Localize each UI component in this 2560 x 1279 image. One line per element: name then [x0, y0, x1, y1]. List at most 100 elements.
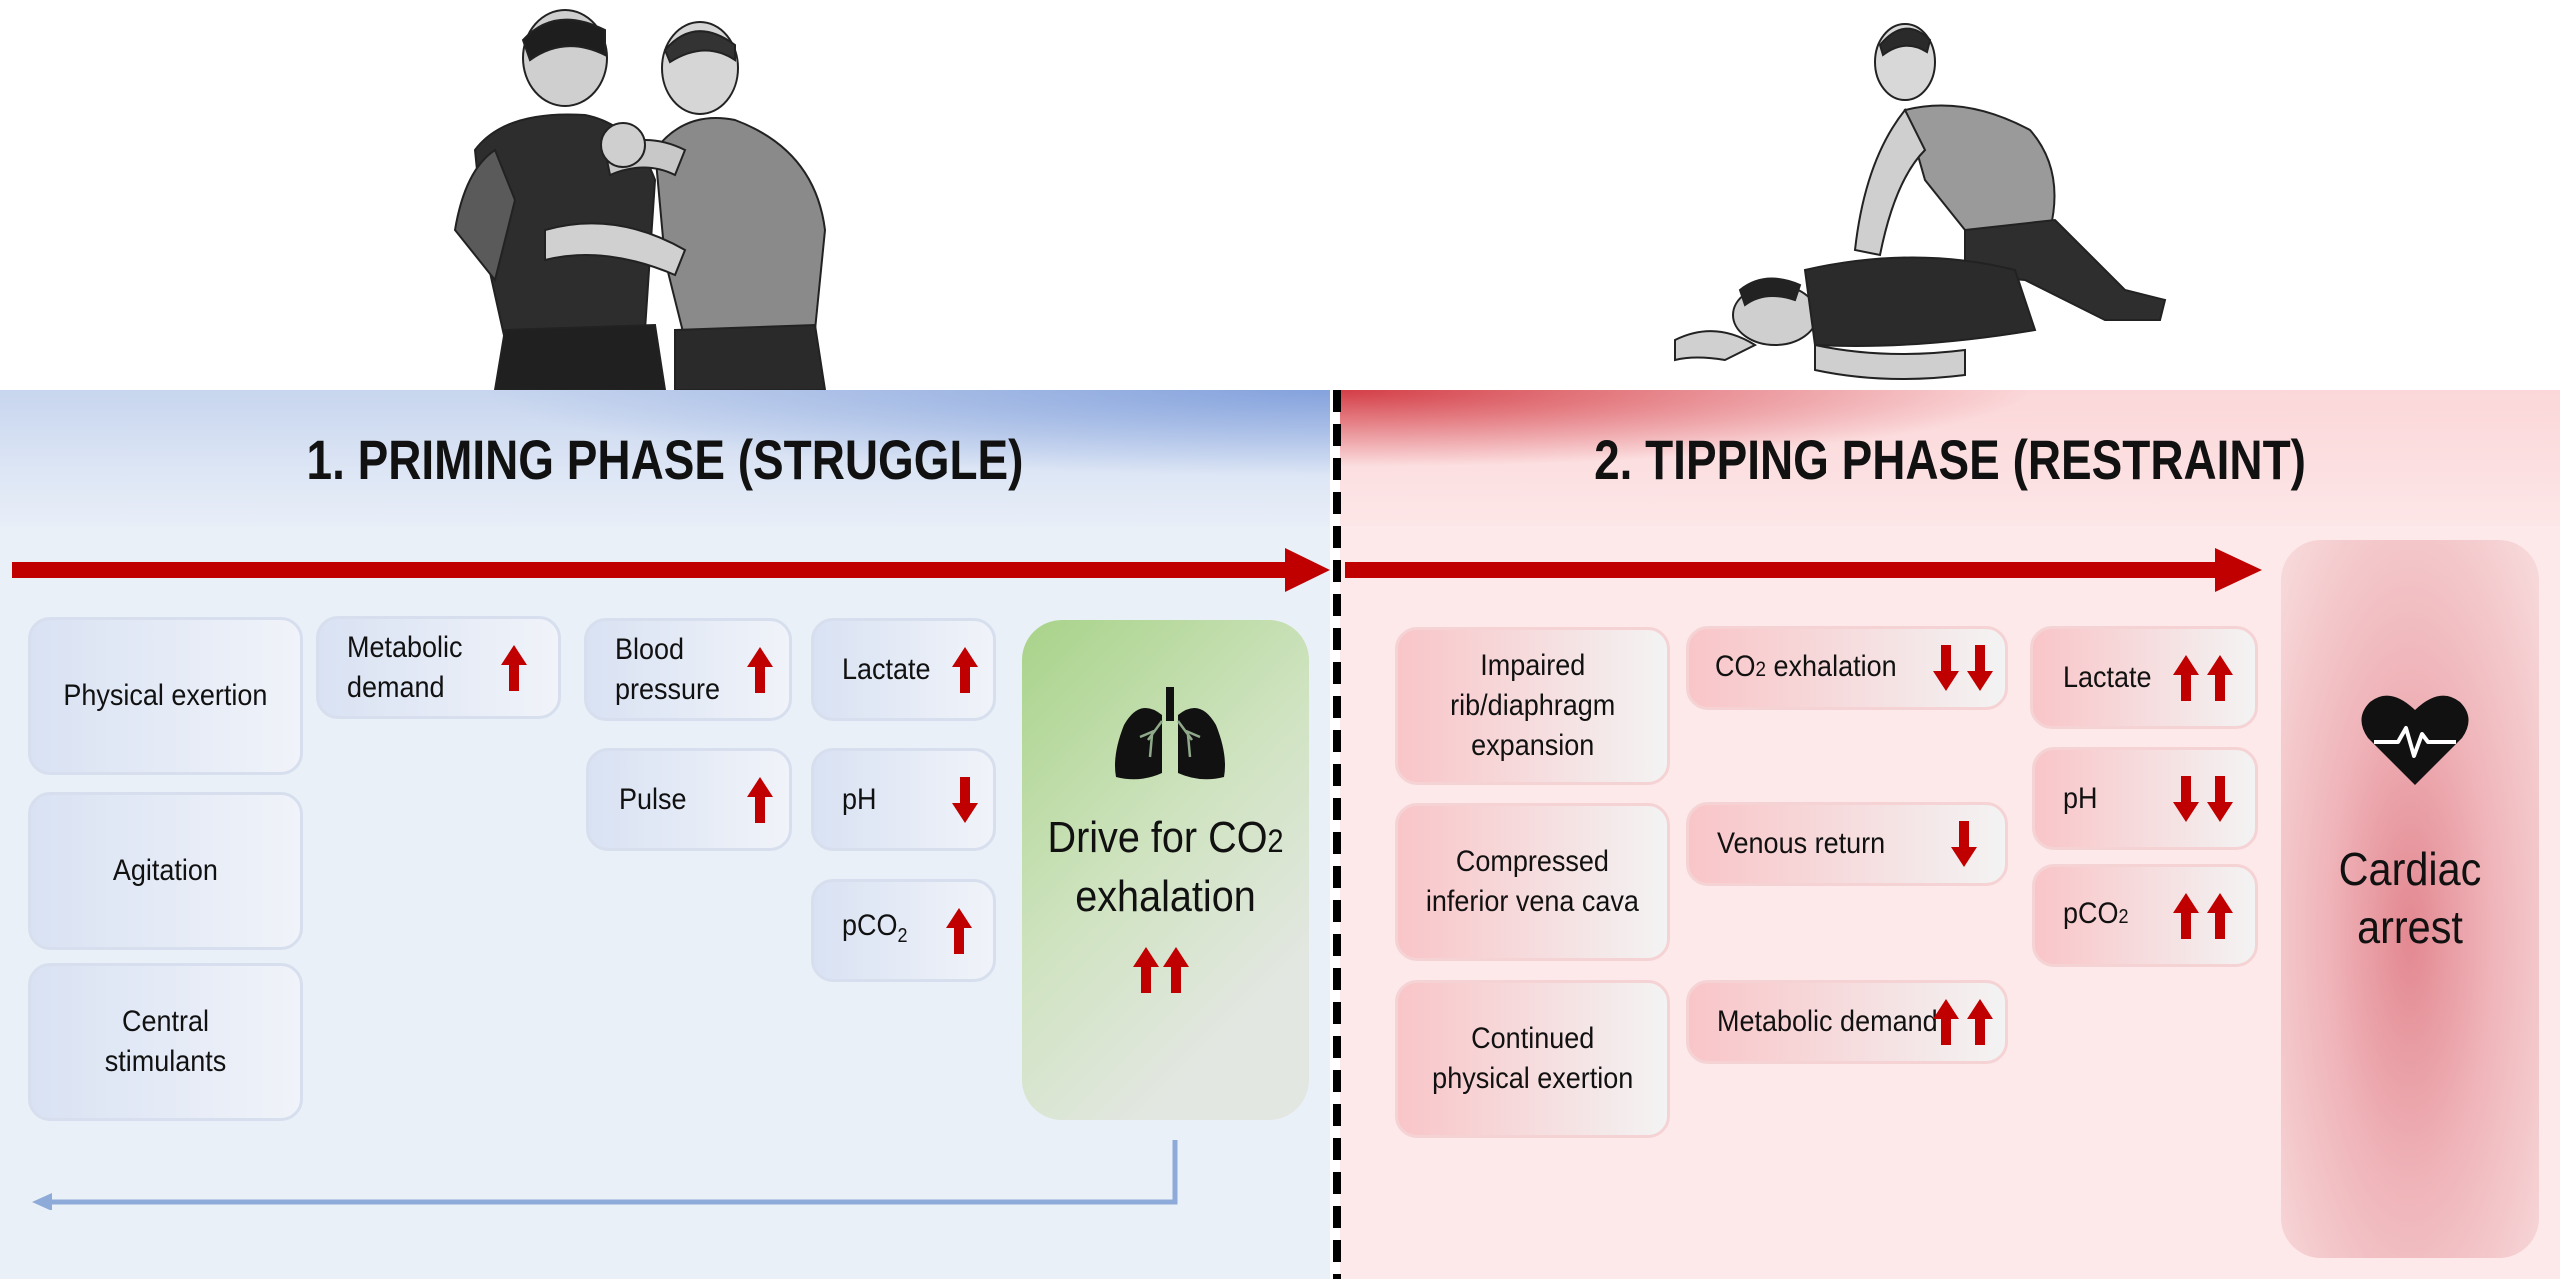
- cause-central-stimulants: Central stimulants: [28, 963, 303, 1121]
- indicator-arrows: [747, 646, 773, 693]
- indicator-arrows: [747, 776, 773, 823]
- arrow-up-icon: [747, 646, 773, 693]
- effect-ph: pH: [811, 748, 996, 851]
- indicator-arrows: [946, 907, 972, 954]
- struggle-illustration: [453, 9, 827, 390]
- heart-ecg-icon: [2361, 695, 2469, 785]
- cause-line: Central: [121, 1005, 210, 1038]
- tipping-effect-lactate: Lactate: [2030, 626, 2258, 729]
- cause-agitation: Agitation: [28, 792, 303, 950]
- effect-line: Metabolic: [347, 630, 463, 664]
- lungs-icon: [1115, 687, 1225, 780]
- mechanism-text-rest: exhalation: [1766, 649, 1897, 683]
- indicator-arrows: [1933, 999, 1993, 1045]
- cause-line: stimulants: [104, 1045, 227, 1078]
- drive-indicator-arrows: [1133, 945, 1213, 995]
- cause-label: Compressed inferior vena cava: [1426, 842, 1639, 922]
- cause-line: physical exertion: [1431, 1062, 1634, 1095]
- tipping-header-glow: [1340, 390, 2560, 526]
- tipping-cause-compressed-ivc: Compressed inferior vena cava: [1395, 803, 1670, 961]
- arrow-up-icon: [747, 776, 773, 823]
- effect-line: demand: [347, 670, 445, 704]
- tipping-cause-impaired-rib: Impaired rib/diaphragm expansion: [1395, 627, 1670, 785]
- indicator-arrows: [2173, 654, 2233, 701]
- arrow-up-icon: [2173, 892, 2199, 939]
- effect-metabolic-demand: Metabolic demand: [316, 616, 561, 719]
- effect-label: Blood pressure: [615, 630, 720, 710]
- cause-physical-exertion: Physical exertion: [28, 617, 303, 775]
- arrow-down-icon: [2207, 775, 2233, 822]
- indicator-arrows: [1133, 947, 1189, 993]
- drive-text-line2: exhalation: [1075, 872, 1256, 921]
- effect-label: pCO2: [2063, 894, 2129, 937]
- arrow-up-icon: [946, 907, 972, 954]
- arrow-up-icon: [2173, 654, 2199, 701]
- mechanism-metabolic-demand: Metabolic demand: [1686, 980, 2008, 1064]
- effect-line: pressure: [615, 672, 721, 706]
- indicator-arrows: [952, 776, 978, 823]
- arrow-down-icon: [952, 776, 978, 823]
- effect-lactate: Lactate: [811, 618, 996, 721]
- cause-line: Impaired: [1479, 649, 1586, 682]
- arrow-down-icon: [1933, 645, 1959, 691]
- cause-label: Central stimulants: [105, 1002, 227, 1082]
- tipping-effect-ph: pH: [2032, 747, 2258, 850]
- priming-phase-title: 1. PRIMING PHASE (STRUGGLE): [306, 428, 1024, 491]
- restraint-illustration: [1674, 23, 2167, 380]
- arrow-up-icon: [952, 646, 978, 693]
- indicator-arrows: [952, 646, 978, 693]
- cardiac-arrest-line1: Cardiac: [2338, 843, 2482, 895]
- feedback-arrow: [32, 1140, 1178, 1210]
- indicator-arrows: [2173, 892, 2233, 939]
- cause-line: Continued: [1470, 1022, 1595, 1055]
- cardiac-arrest-line2: arrest: [2357, 901, 2463, 953]
- priming-flow-arrow-head: [1285, 548, 1330, 592]
- cause-label: Agitation: [112, 854, 219, 887]
- effect-label: Pulse: [619, 782, 687, 816]
- arrow-up-icon: [2207, 654, 2233, 701]
- arrow-down-icon: [2173, 775, 2199, 822]
- mechanism-text: CO: [1715, 649, 1756, 683]
- effect-subscript: 2: [897, 924, 908, 947]
- arrow-up-icon: [1133, 947, 1159, 993]
- tipping-flow-arrow-head: [2215, 548, 2262, 592]
- mechanism-label: Venous return: [1717, 827, 1886, 860]
- effect-text: pCO: [2063, 897, 2119, 930]
- cardiac-arrest-label: Cardiac arrest: [2294, 840, 2526, 956]
- effect-line: Blood: [615, 632, 685, 666]
- cause-label: Impaired rib/diaphragm expansion: [1450, 646, 1615, 766]
- tipping-phase-title: 2. TIPPING PHASE (RESTRAINT): [1594, 428, 2306, 491]
- effect-label: Metabolic demand: [347, 628, 463, 708]
- tipping-effect-pco2: pCO2: [2032, 864, 2258, 967]
- effect-label: Lactate: [2063, 660, 2152, 694]
- phase-divider: [1333, 390, 1341, 1279]
- effect-pco2: pCO2: [811, 879, 996, 982]
- priming-header-glow: [0, 390, 1330, 526]
- tipping-flow-arrow-shaft: [1345, 562, 2225, 578]
- indicator-arrows: [2173, 775, 2233, 822]
- arrow-up-icon: [2207, 892, 2233, 939]
- indicator-arrows: [501, 644, 527, 691]
- arrow-up-icon: [1967, 999, 1993, 1045]
- arrow-down-icon: [1967, 645, 1993, 691]
- drive-for-co2-box: [1022, 620, 1309, 1120]
- cause-line: expansion: [1470, 729, 1595, 762]
- mechanism-subscript: 2: [1755, 657, 1767, 681]
- cause-line: inferior vena cava: [1425, 885, 1640, 918]
- drive-subscript: 2: [1267, 823, 1284, 859]
- drive-for-co2-label: Drive for CO2 exhalation: [1036, 810, 1294, 925]
- effect-text: pCO: [842, 908, 898, 942]
- arrow-up-icon: [501, 644, 527, 691]
- cause-line: rib/diaphragm: [1449, 689, 1616, 722]
- tipping-cause-continued-exertion: Continued physical exertion: [1395, 980, 1670, 1138]
- effect-subscript: 2: [2118, 906, 2129, 928]
- cardiac-arrest-box: [2281, 540, 2539, 1258]
- cause-line: Compressed: [1455, 845, 1610, 878]
- arrow-down-icon: [1951, 821, 1977, 867]
- drive-text: Drive for CO: [1047, 813, 1268, 862]
- effect-label: pH: [2063, 781, 2098, 815]
- priming-flow-arrow-shaft: [12, 562, 1292, 578]
- cause-label: Physical exertion: [63, 679, 268, 712]
- mechanism-label: CO2 exhalation: [1715, 647, 1897, 690]
- arrow-up-icon: [1163, 947, 1189, 993]
